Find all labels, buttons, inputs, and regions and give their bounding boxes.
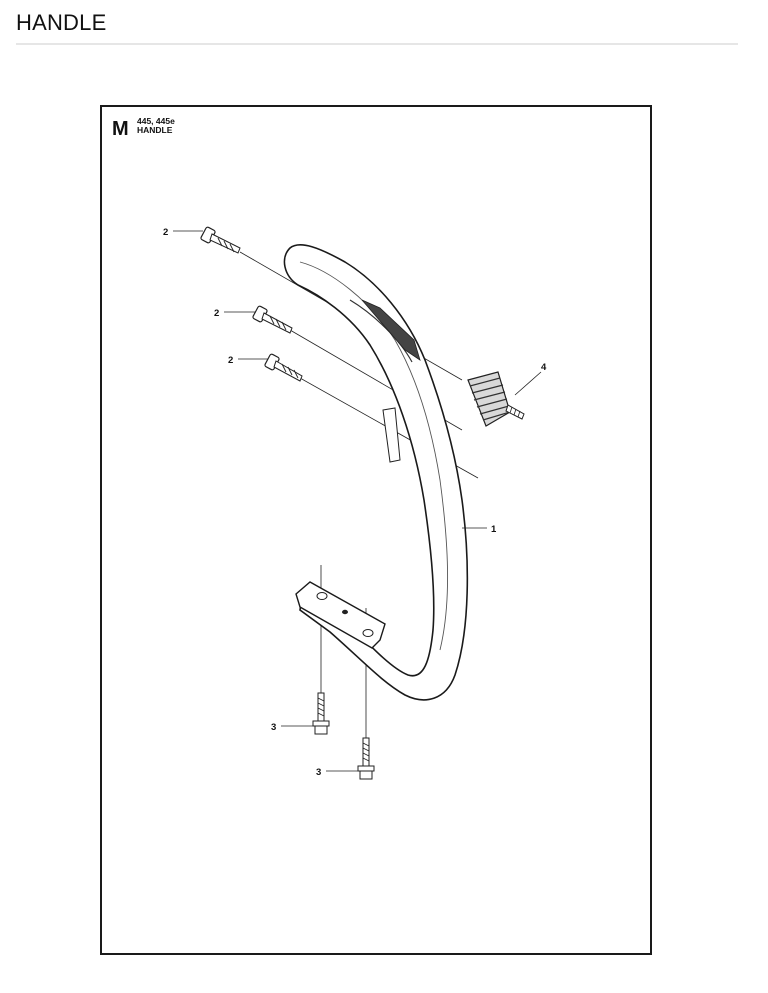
callout-bolt-lower: 2 <box>228 355 233 366</box>
callout-screw-right: 3 <box>316 767 321 778</box>
header-divider <box>16 43 738 45</box>
callout-bolt-top: 2 <box>163 227 168 238</box>
section-letter: M <box>112 118 129 140</box>
callout-screw-left: 3 <box>271 722 276 733</box>
parts-diagram-frame <box>100 105 652 955</box>
page-title: HANDLE <box>16 10 107 35</box>
screw-left <box>312 692 330 735</box>
bolt-lower <box>264 353 303 382</box>
screw-right <box>357 737 375 780</box>
page-header: HANDLE <box>16 8 738 38</box>
handle-part <box>283 244 469 701</box>
callout-handle: 1 <box>491 524 497 535</box>
callout-bolt-middle: 2 <box>214 308 219 319</box>
bolt-middle <box>252 305 293 334</box>
model-numbers: 445, 445e <box>137 116 175 126</box>
callout-leaders <box>173 230 542 772</box>
section-name: HANDLE <box>137 125 173 135</box>
vibration-spring-part <box>467 371 525 427</box>
bolt-top <box>200 226 241 254</box>
callout-spring: 4 <box>541 362 547 373</box>
